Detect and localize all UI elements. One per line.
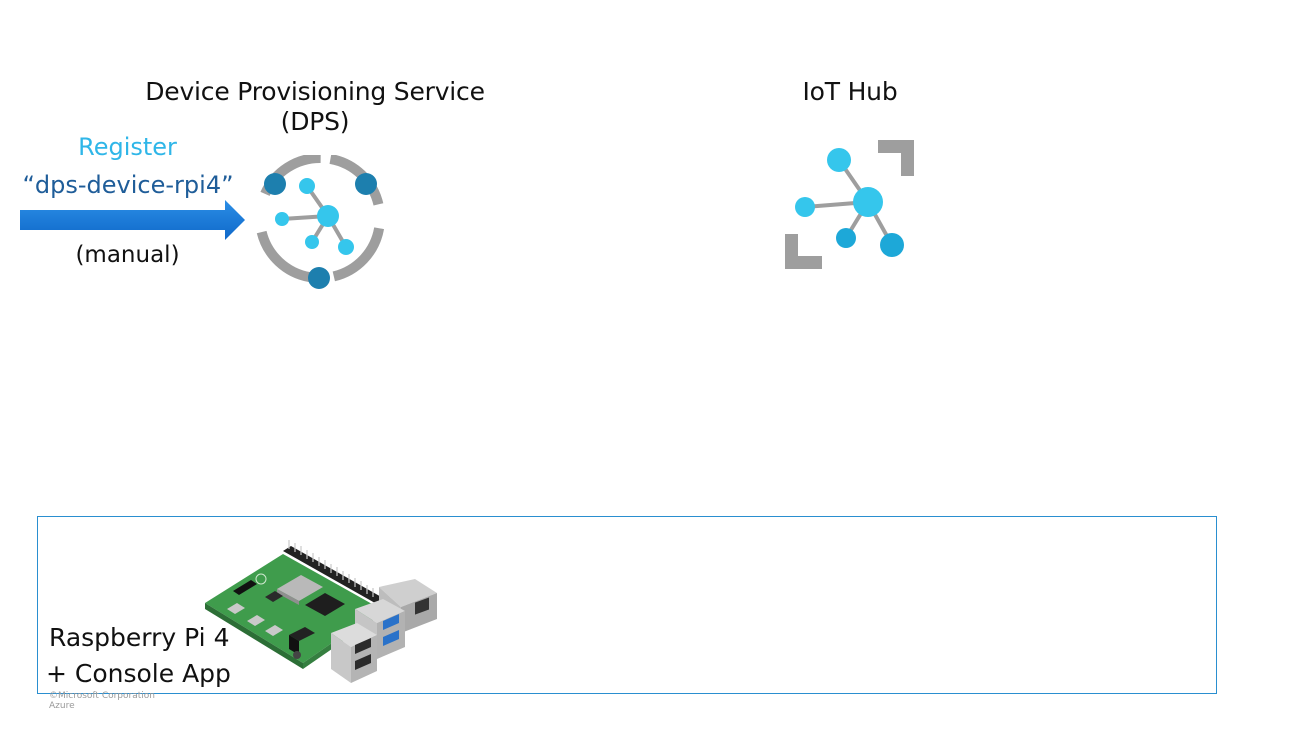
device-box <box>37 516 1217 694</box>
footer-brand-text: Azure <box>49 701 75 711</box>
dps-title-line2: (DPS) <box>280 107 350 136</box>
manual-label: (manual) <box>75 242 180 268</box>
register-label: Register <box>78 133 177 161</box>
right-arrow-icon <box>20 200 245 240</box>
raspberry-pi-board-image <box>205 540 437 683</box>
dps-title-line1: Device Provisioning Service <box>145 77 485 106</box>
device-provisioning-service-icon <box>255 155 385 289</box>
dps-title: Device Provisioning Service (DPS) <box>145 77 485 137</box>
device-app-label: + Console App <box>46 659 231 688</box>
iot-hub-title: IoT Hub <box>802 77 898 106</box>
device-name-label: Raspberry Pi 4 <box>49 623 230 652</box>
device-id-label: “dps-device-rpi4” <box>22 171 234 199</box>
copyright-text: ©Microsoft Corporation <box>49 691 155 701</box>
iot-hub-icon <box>785 140 914 269</box>
